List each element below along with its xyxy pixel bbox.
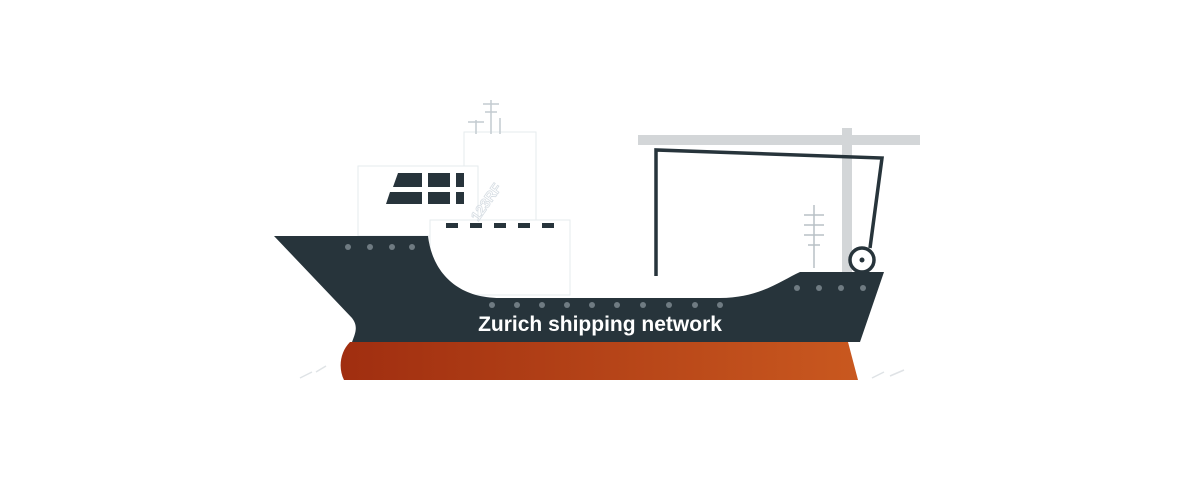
mid-portholes — [489, 302, 723, 308]
water-splash — [299, 365, 905, 379]
bow-portholes — [345, 244, 415, 250]
deck-windows — [446, 223, 554, 228]
deck-mast — [804, 205, 824, 268]
hull-label: Zurich shipping network — [478, 313, 722, 336]
crane — [638, 128, 920, 276]
crane-boom — [638, 135, 920, 145]
radar-antenna — [468, 100, 501, 134]
lower-deck — [429, 219, 571, 296]
hull-lower — [340, 342, 858, 380]
crane-cable — [654, 148, 884, 276]
crane-pulley-hub — [859, 257, 865, 263]
crane-mast — [842, 128, 852, 274]
stern-portholes — [794, 285, 866, 291]
bridge-superstructure: 123RF — [357, 100, 571, 296]
bridge-windows — [386, 173, 464, 204]
hull-upper — [274, 236, 884, 342]
